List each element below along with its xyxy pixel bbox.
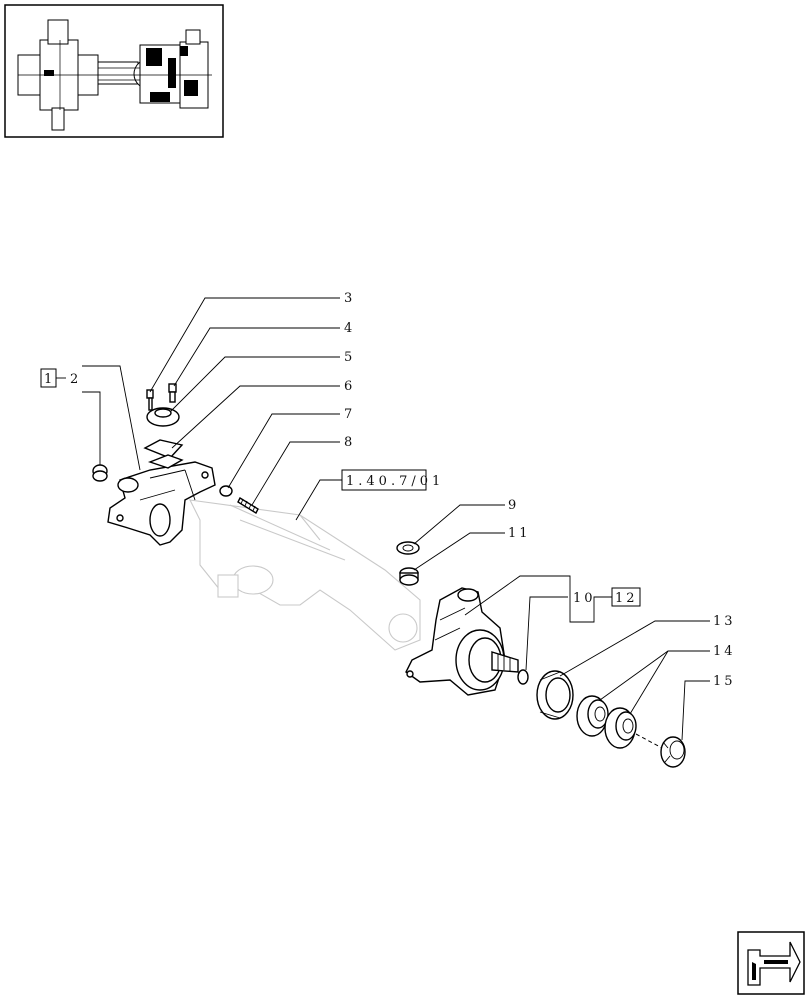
callout-3: 3	[344, 291, 355, 306]
spacer-part-10[interactable]	[517, 669, 529, 685]
next-page-arrow-icon[interactable]	[737, 931, 805, 995]
right-steering-knuckle[interactable]	[405, 587, 506, 696]
callout-14: 14	[713, 644, 736, 659]
leader-lines	[56, 297, 710, 741]
callout-9: 9	[508, 498, 519, 513]
reference-box[interactable]	[341, 469, 427, 491]
axle-housing-outline	[189, 499, 421, 651]
shim-part-6b	[147, 454, 184, 469]
bolt-part-3[interactable]	[146, 389, 154, 411]
callout-8: 8	[344, 435, 355, 450]
callout-4: 4	[344, 321, 355, 336]
bushing-part-1[interactable]	[92, 464, 108, 482]
callout-10: 10	[573, 591, 596, 606]
bearing-part-14a[interactable]	[576, 695, 609, 737]
screw-part-8[interactable]	[237, 497, 259, 514]
callout-11: 11	[508, 526, 531, 541]
stub-shaft	[491, 651, 519, 673]
callout-labels: 1 2 3 4 5 6 7 8 1.40.7/01 9 11 10 12 13 …	[40, 291, 736, 689]
callout-box-12[interactable]	[611, 587, 641, 607]
bearing-part-14b[interactable]	[604, 707, 637, 749]
axle-assembly-thumbnail[interactable]	[4, 4, 224, 138]
callout-1: 1	[44, 372, 55, 387]
reference-label: 1.40.7/01	[346, 474, 444, 489]
bushing-part-11[interactable]	[399, 567, 419, 586]
fitting-part-7[interactable]	[219, 485, 233, 497]
callout-15: 15	[713, 674, 736, 689]
callout-2: 2	[70, 372, 81, 387]
nut-part-15[interactable]	[660, 736, 686, 768]
callout-12: 12	[615, 591, 638, 606]
cap-part-5[interactable]	[146, 407, 180, 427]
callout-6: 6	[344, 379, 355, 394]
seal-ring-part-9[interactable]	[396, 541, 420, 555]
callout-7: 7	[344, 407, 355, 422]
callout-5: 5	[344, 350, 355, 365]
callout-box-1[interactable]	[40, 368, 57, 388]
assembly-axis-line	[635, 733, 663, 749]
callout-13: 13	[713, 614, 736, 629]
grease-nipple-part-4[interactable]	[168, 383, 177, 403]
seal-part-13[interactable]	[536, 670, 574, 720]
left-steering-knuckle[interactable]	[107, 461, 216, 546]
shim-part-6[interactable]	[143, 439, 184, 459]
